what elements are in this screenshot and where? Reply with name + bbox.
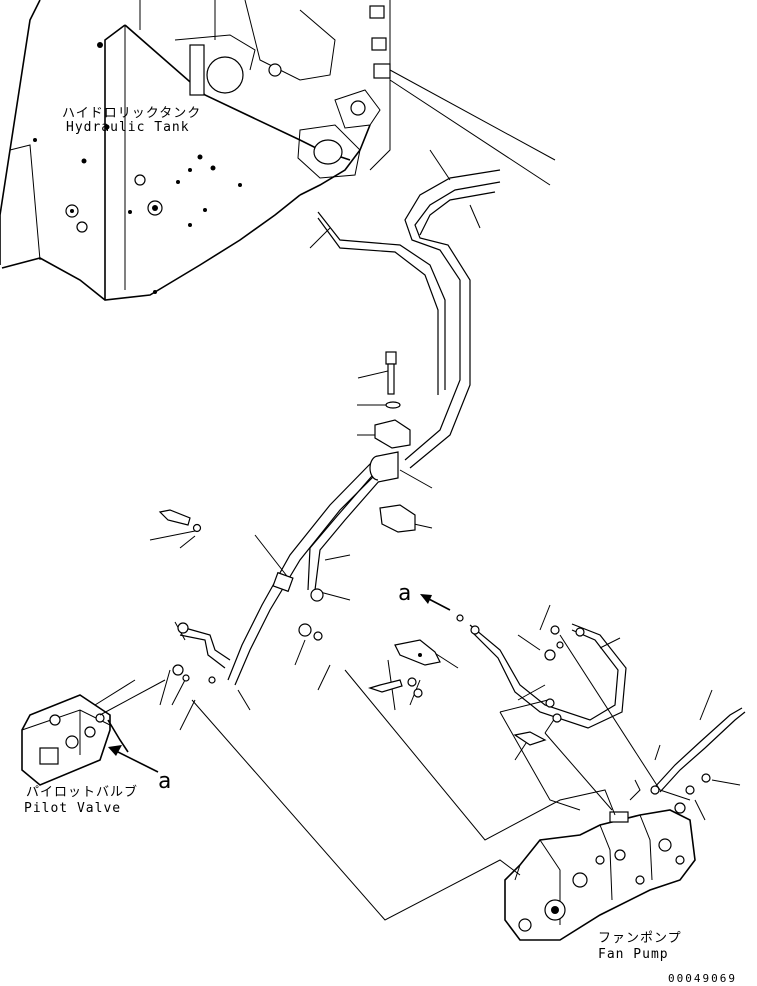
hydraulic-tank	[0, 0, 391, 301]
pilot-valve-label-jp: パイロットバルブ	[26, 784, 138, 800]
callout-a-hose: a	[398, 581, 411, 606]
fan-pump	[504, 779, 696, 941]
hydraulic-tank-label-en: Hydraulic Tank	[66, 120, 190, 135]
callout-a-pilot: a	[158, 769, 171, 794]
routing-lines	[191, 634, 691, 921]
leader-lines	[149, 69, 741, 821]
clamp-assembly	[158, 351, 711, 814]
callout-a-arrow	[420, 594, 451, 611]
fan-pump-label-jp: ファンポンプ	[598, 931, 682, 946]
hydraulic-hoses	[179, 169, 746, 793]
drawing-number: 00049069	[668, 972, 737, 985]
pilot-valve-label-en: Pilot Valve	[24, 801, 121, 816]
hydraulic-tank-label-jp: ハイドロリックタンク	[62, 106, 201, 121]
fan-pump-label-en: Fan Pump	[598, 947, 669, 962]
pilot-valve	[21, 679, 166, 786]
